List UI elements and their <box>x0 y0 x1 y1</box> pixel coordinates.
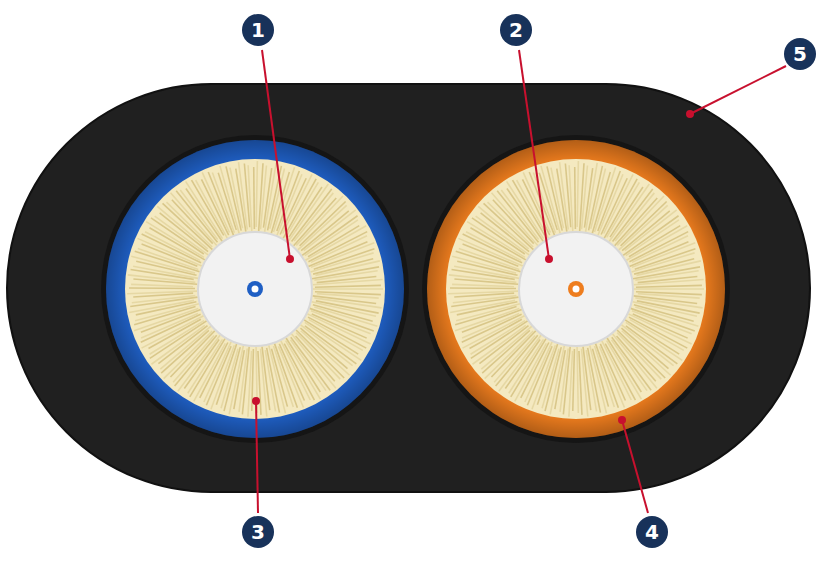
outer-jacket <box>7 84 810 492</box>
callout-number: 4 <box>636 516 668 548</box>
right-tube <box>422 135 730 443</box>
callout-number: 5 <box>784 38 816 70</box>
callout-number: 2 <box>500 14 532 46</box>
callout-number: 1 <box>242 14 274 46</box>
callout-number: 3 <box>242 516 274 548</box>
left-tube <box>101 135 409 443</box>
leader-lines <box>253 50 786 513</box>
